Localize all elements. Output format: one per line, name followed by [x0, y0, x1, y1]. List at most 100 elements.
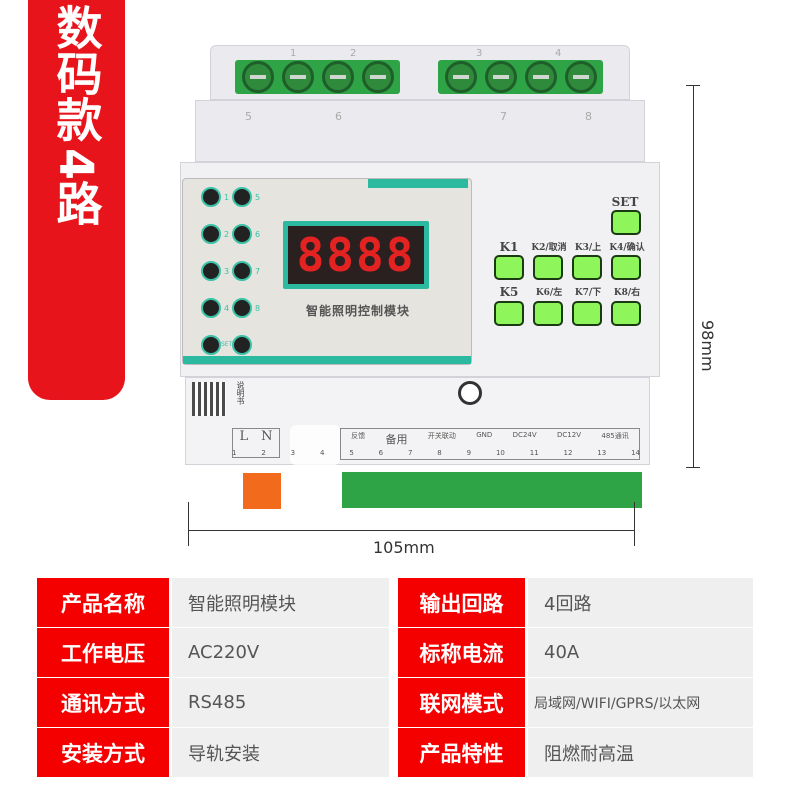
terminal-number: 6 — [335, 110, 342, 123]
label-switch: 开关联动 — [427, 432, 456, 440]
led-label: 3 — [224, 267, 230, 276]
terminal-number: 5 — [349, 449, 354, 457]
status-led-3 — [201, 261, 221, 281]
power-input-terminal — [243, 473, 281, 509]
qr-caption: 说明书 — [236, 381, 245, 405]
spec-label: 安装方式 — [37, 728, 169, 777]
terminal-number: 12 — [563, 449, 573, 457]
lower-housing — [185, 377, 650, 465]
control-terminal-labels: 反馈 备用 开关联动 GND DC24V DC12V 485通讯 — [340, 428, 640, 460]
spec-label: 联网模式 — [398, 678, 525, 727]
upper-housing — [195, 100, 645, 162]
height-dimension: 98mm — [698, 320, 717, 372]
terminal-number: 2 — [350, 48, 357, 59]
key-label: K1 — [499, 240, 519, 254]
terminal-number: 4 — [555, 48, 562, 59]
terminal-number: 1 — [290, 48, 297, 59]
status-led-1 — [201, 187, 221, 207]
key-label: K8/右 — [613, 288, 641, 298]
label-l: L — [239, 429, 249, 444]
label-n: N — [261, 429, 273, 444]
key-label: K7/下 — [574, 288, 602, 298]
status-led-2 — [201, 224, 221, 244]
label-spare: 备用 — [385, 433, 408, 446]
terminal-number: 7 — [407, 449, 413, 457]
terminal-number: 5 — [245, 110, 252, 123]
status-led-8 — [232, 298, 252, 318]
spec-label: 标称电流 — [398, 628, 525, 677]
key-k6-left[interactable] — [533, 301, 563, 326]
led-label: 2 — [224, 230, 230, 239]
product-variant-banner: 数码款 4路 — [28, 0, 125, 400]
spec-value: 4回路 — [528, 578, 753, 627]
terminal-number: 1 — [232, 449, 237, 457]
spec-value: 智能照明模块 — [172, 578, 389, 627]
led-label: 1 — [224, 193, 230, 202]
led-label: 7 — [255, 267, 261, 276]
seven-segment-display: 8888 — [283, 221, 429, 289]
status-led-7 — [232, 261, 252, 281]
status-led-4 — [201, 298, 221, 318]
front-panel: 1 2 3 4 5 6 7 8 SET 8888 智能照明控制模块 — [182, 178, 472, 365]
key-k1[interactable] — [494, 255, 524, 280]
spec-label: 产品特性 — [398, 728, 525, 777]
label-feedback: 反馈 — [351, 432, 366, 440]
display-readout: 8888 — [288, 226, 424, 284]
key-k4-confirm[interactable] — [611, 255, 641, 280]
terminal-number: 8 — [437, 449, 442, 457]
led-label: SET — [221, 341, 233, 348]
spec-value: 40A — [528, 628, 753, 677]
status-led-6 — [232, 224, 252, 244]
terminal-number: 11 — [529, 449, 539, 457]
terminal-number: 13 — [597, 449, 607, 457]
key-label: K4/确认 — [609, 243, 645, 253]
terminal-number: 9 — [466, 449, 472, 457]
terminal-number: 3 — [476, 48, 483, 59]
terminal-number: 7 — [500, 110, 507, 123]
key-k5[interactable] — [494, 301, 524, 326]
set-key[interactable] — [611, 210, 641, 235]
banner-line-2: 4路 — [49, 148, 104, 227]
led-label: 6 — [255, 230, 261, 239]
width-dimension: 105mm — [373, 538, 435, 557]
key-k7-down[interactable] — [572, 301, 602, 326]
label-rs485: 485通讯 — [601, 432, 629, 440]
lighting-control-module: 1 2 3 4 5 6 7 8 1 2 3 4 5 6 7 8 SET 8888… — [180, 45, 660, 509]
height-dimension-line — [693, 85, 694, 468]
panel-title: 智能照明控制模块 — [305, 304, 410, 318]
status-led-set — [201, 335, 221, 355]
led-label: 5 — [255, 193, 261, 202]
label-dc12: DC12V — [557, 431, 581, 439]
led-label: 4 — [224, 304, 230, 313]
terminal-number: 14 — [631, 449, 640, 457]
terminal-number: 6 — [378, 449, 384, 457]
width-dimension-line — [188, 530, 634, 531]
key-k2-cancel[interactable] — [533, 255, 563, 280]
spec-value: 导轨安装 — [172, 728, 389, 777]
terminal-number: 3 — [290, 449, 296, 457]
terminal-number: 10 — [495, 449, 505, 457]
spec-label: 输出回路 — [398, 578, 525, 627]
key-label: K6/左 — [535, 288, 563, 298]
key-k3-up[interactable] — [572, 255, 602, 280]
spec-value: RS485 — [172, 678, 389, 727]
terminal-number: 2 — [261, 449, 266, 457]
status-led-5 — [232, 187, 252, 207]
key-label: K5 — [499, 285, 519, 299]
control-terminal-block — [342, 472, 642, 508]
key-label: K3/上 — [574, 243, 602, 253]
label-gnd: GND — [476, 431, 493, 439]
spec-label: 工作电压 — [37, 628, 169, 677]
terminal-number: 4 — [319, 449, 325, 457]
spec-value: 局域网/WIFI/GPRS/以太网 — [528, 678, 753, 727]
vent-icon — [458, 381, 482, 405]
label-dc24: DC24V — [512, 431, 537, 439]
spec-label: 通讯方式 — [37, 678, 169, 727]
led-label: 8 — [255, 304, 261, 313]
key-label: K2/取消 — [531, 243, 567, 253]
qr-code — [192, 382, 226, 416]
key-k8-right[interactable] — [611, 301, 641, 326]
spec-value: AC220V — [172, 628, 389, 677]
